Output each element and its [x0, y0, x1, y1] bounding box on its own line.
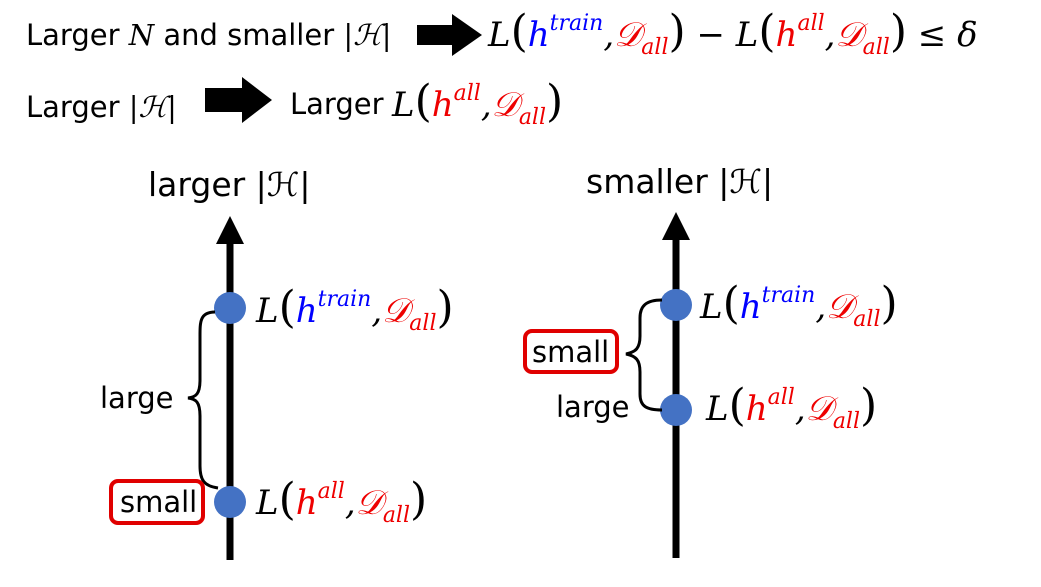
line1-formula: Larger N and smaller |ℋ| L(htrain,𝒟all) …	[26, 6, 978, 60]
right-bottom-label: L(hall,𝒟all)	[705, 380, 877, 434]
left-boxed-label: small	[120, 485, 197, 519]
right-boxed-highlight	[523, 329, 619, 374]
left-top-label: L(htrain,𝒟all)	[255, 282, 454, 336]
line2-text: Larger |ℋ|	[26, 90, 177, 124]
line2-implies-arrow	[205, 77, 272, 123]
left-bottom-dot	[214, 486, 246, 518]
line1-math: L(htrain,𝒟all) − L(hall,𝒟all) ≤ δ	[487, 6, 978, 60]
right-bottom-dot	[660, 394, 692, 426]
right-top-dot	[660, 289, 692, 321]
line1-implies-arrow	[417, 14, 482, 56]
left-brace-label: large	[100, 381, 174, 415]
right-panel: smaller |ℋ| L(htrain,𝒟all) L(hall,𝒟all) …	[523, 162, 898, 558]
line2-result-text: Larger	[290, 87, 384, 121]
right-title: smaller |ℋ|	[586, 162, 773, 201]
right-boxed-label: small	[532, 335, 609, 369]
right-brace-label: large	[556, 390, 630, 424]
left-brace	[187, 310, 219, 490]
line2-formula: Larger |ℋ| Larger L(hall,𝒟all)	[26, 76, 563, 130]
left-bottom-label: L(hall,𝒟all)	[255, 474, 427, 528]
left-boxed-highlight	[109, 479, 205, 525]
right-top-label: L(htrain,𝒟all)	[699, 278, 898, 332]
line2-math: L(hall,𝒟all)	[391, 76, 563, 130]
left-panel: larger |ℋ| L(htrain,𝒟all) L(hall,𝒟all) l…	[100, 165, 454, 560]
left-top-dot	[214, 292, 246, 324]
line1-text: Larger N and smaller |ℋ|	[26, 18, 392, 52]
right-brace	[625, 298, 663, 412]
left-title: larger |ℋ|	[148, 165, 311, 204]
